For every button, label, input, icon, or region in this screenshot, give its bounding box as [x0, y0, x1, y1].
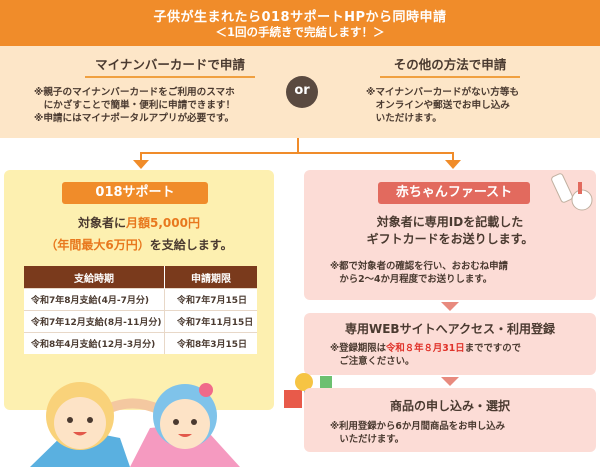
product-selection-note: ※利用登録から6か月間商品をお申し込み いただけます。	[330, 421, 506, 445]
table-row: 令和7年8月支給(4月-7月分) 令和7年7月15日	[24, 288, 257, 311]
table-row: 令和7年12月支給(8月-11月分) 令和7年11月15日	[24, 310, 257, 333]
table-cell: 令和8年4月支給(12月-3月分)	[24, 332, 165, 354]
column-header: 支給時期	[24, 266, 165, 289]
other-method-title: その他の方法で申請	[350, 54, 550, 78]
registration-step-panel	[304, 313, 596, 375]
arrow-down-icon	[445, 160, 461, 169]
support018-annual: （年間最大6万円）を支給します。	[45, 238, 233, 252]
product-selection-panel	[304, 388, 596, 452]
connector-line	[140, 152, 142, 162]
header-banner: 子供が生まれたら018サポートHPから同時申請 ＜1回の手続きで完結します！＞	[0, 0, 600, 46]
mynumber-method-text: ※親子のマイナンバーカードをご利用のスマホ にかざすことで簡単・便利に申請できま…	[34, 87, 236, 124]
table-row: 令和8年4月支給(12月-3月分) 令和8年3月15日	[24, 332, 257, 354]
akachan-note: ※都で対象者の確認を行い、おおむね申請 から2～4か月程度でお送りします。	[330, 261, 508, 285]
product-selection-title: 商品の申し込み・選択	[389, 399, 510, 413]
column-header: 申請期限	[164, 266, 257, 289]
arrow-down-icon	[133, 160, 149, 169]
header-title: 子供が生まれたら018サポートHPから同時申請	[153, 10, 447, 25]
table-cell: 令和7年8月支給(4月-7月分)	[24, 288, 165, 311]
support018-amount: 対象者に月額5,000円	[78, 216, 200, 230]
table-cell: 令和8年3月15日	[164, 332, 257, 354]
payment-schedule-table: 支給時期 申請期限 令和7年8月支給(4月-7月分) 令和7年7月15日 令和7…	[24, 266, 257, 354]
children-illustration	[30, 382, 240, 467]
connector-line	[452, 152, 454, 162]
registration-step-note: ※登録期限は令和８年８月31日までですので ご注意ください。	[330, 343, 521, 367]
registration-step-title: 専用WEBサイトへアクセス・利用登録	[345, 322, 555, 336]
arrow-down-icon	[441, 377, 459, 386]
header-subtitle: ＜1回の手続きで完結します！＞	[215, 25, 385, 39]
akachan-title: 対象者に専用IDを記載した ギフトカードをお送りします。	[366, 215, 534, 246]
connector-line	[297, 138, 299, 154]
table-header-row: 支給時期 申請期限	[24, 266, 257, 289]
connector-line	[140, 152, 454, 154]
table-cell: 令和7年7月15日	[164, 288, 257, 311]
baby-bottle-icon	[551, 173, 593, 211]
or-badge: or	[286, 76, 318, 108]
table-cell: 令和7年11月15日	[164, 310, 257, 333]
support018-badge: 018サポート	[62, 182, 208, 204]
mynumber-method-title: マイナンバーカードで申請	[60, 54, 280, 78]
arrow-down-icon	[441, 302, 459, 311]
table-cell: 令和7年12月支給(8月-11月分)	[24, 310, 165, 333]
akachan-first-badge: 赤ちゃんファースト	[378, 182, 530, 204]
other-method-text: ※マイナンバーカードがない方等も オンラインや郵送でお申し込み いただけます。	[366, 87, 520, 124]
